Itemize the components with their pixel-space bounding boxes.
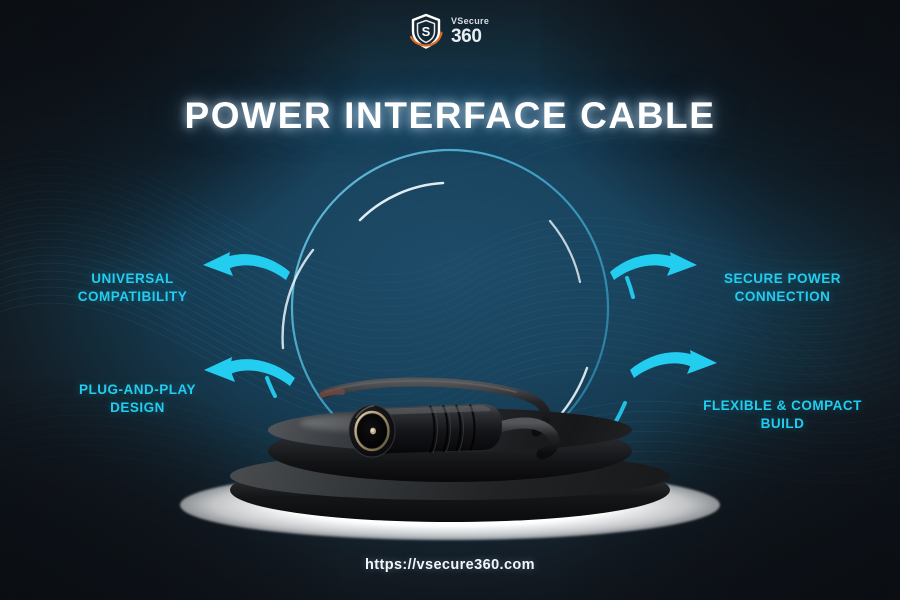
logo-wordmark: VSecure 360 [451,16,490,47]
vsecure360-logo[interactable]: S VSecure 360 [406,8,498,54]
curved-arrow-right-icon [630,350,717,378]
product-podium [150,400,750,570]
feature-label-line-1: UNIVERSAL [91,271,174,286]
shield-s-icon: S [406,11,446,51]
feature-label-secure-power-connection: SECURE POWER CONNECTION [690,270,875,306]
logo-bottom-text: 360 [451,26,482,47]
curved-arrow-left-icon [203,252,290,280]
website-url[interactable]: https://vsecure360.com [365,557,535,573]
feature-label-line-1: SECURE POWER [723,271,841,286]
feature-label-line-2: DESIGN [110,400,165,416]
dc-barrel-power-connector [319,377,560,460]
curved-arrow-right-icon [610,252,697,280]
feature-label-line-1: PLUG-AND-PLAY [78,382,196,397]
feature-label-universal-compatibility: UNIVERSAL COMPATIBILITY [45,270,220,306]
curved-arrow-left-icon [204,357,295,386]
feature-label-line-2: CONNECTION [734,289,831,305]
feature-label-line-2: BUILD [760,416,805,432]
svg-text:S: S [422,24,431,39]
feature-label-plug-and-play-design: PLUG-AND-PLAY DESIGN [45,381,230,417]
feature-label-flexible-compact-build: FLEXIBLE & COMPACT BUILD [690,397,875,433]
feature-label-line-1: FLEXIBLE & COMPACT [703,398,862,413]
logo-top-text: VSecure [451,16,490,26]
feature-label-line-2: COMPATIBILITY [77,289,188,305]
page-title: POWER INTERFACE CABLE [184,95,716,136]
